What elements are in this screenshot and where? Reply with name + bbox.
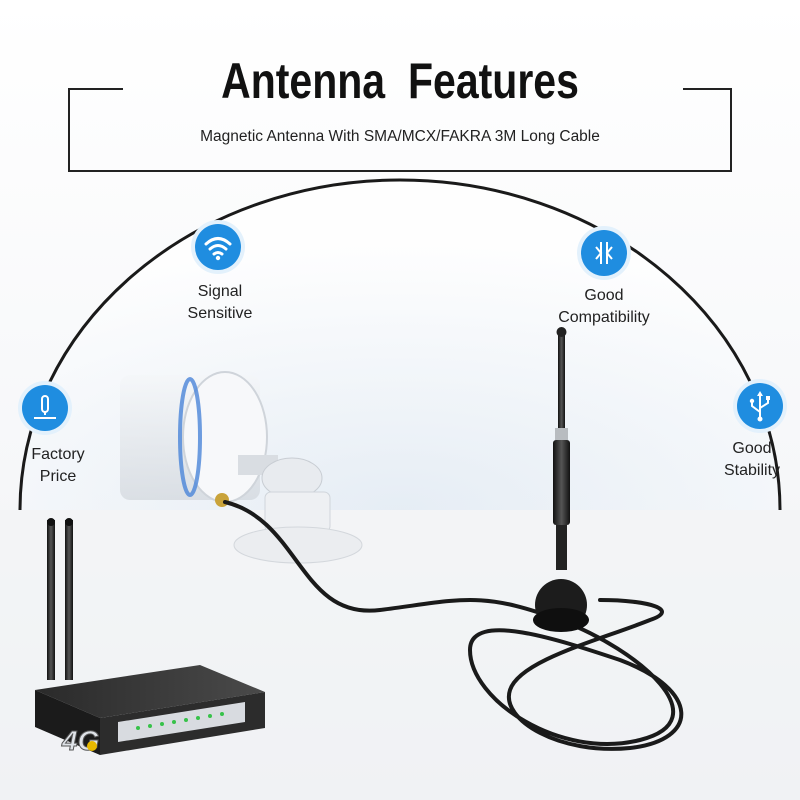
title-rule-right (683, 88, 732, 90)
feature-signal-sensitive: Signal Sensitive (178, 281, 262, 325)
coverage-arc (18, 178, 782, 511)
feature-label-line2: Stability (723, 462, 781, 479)
usb-icon (737, 383, 783, 429)
page-title: Antenna Features (221, 53, 579, 109)
sim-badge-icon (87, 741, 97, 751)
router-4g-badge: 4G (61, 725, 99, 756)
camera-illustration (120, 371, 363, 564)
feature-label-line2: Price (39, 468, 77, 485)
magnetic-antenna (533, 327, 589, 632)
antenna-cable (223, 500, 684, 751)
feature-label-line1: Signal (197, 283, 243, 300)
wifi-icon (195, 224, 241, 270)
feature-label-line1: Factory (31, 446, 85, 463)
feature-good-compatibility: Good Compatibility (548, 285, 660, 329)
page-subtitle: Magnetic Antenna With SMA/MCX/FAKRA 3M L… (200, 128, 600, 145)
feature-factory-price: Factory Price (20, 444, 96, 488)
compatibility-icon (581, 230, 627, 276)
feature-label-line2: Compatibility (558, 309, 650, 326)
title-rule-left (68, 88, 123, 90)
router-illustration (35, 518, 265, 755)
title-frame (68, 88, 732, 172)
feature-label-line1: Good (584, 287, 624, 304)
feature-label-line2: Sensitive (187, 305, 253, 322)
factory-price-icon (22, 385, 68, 431)
feature-label-line1: Good (732, 440, 772, 457)
feature-good-stability: Good Stability (712, 438, 792, 482)
